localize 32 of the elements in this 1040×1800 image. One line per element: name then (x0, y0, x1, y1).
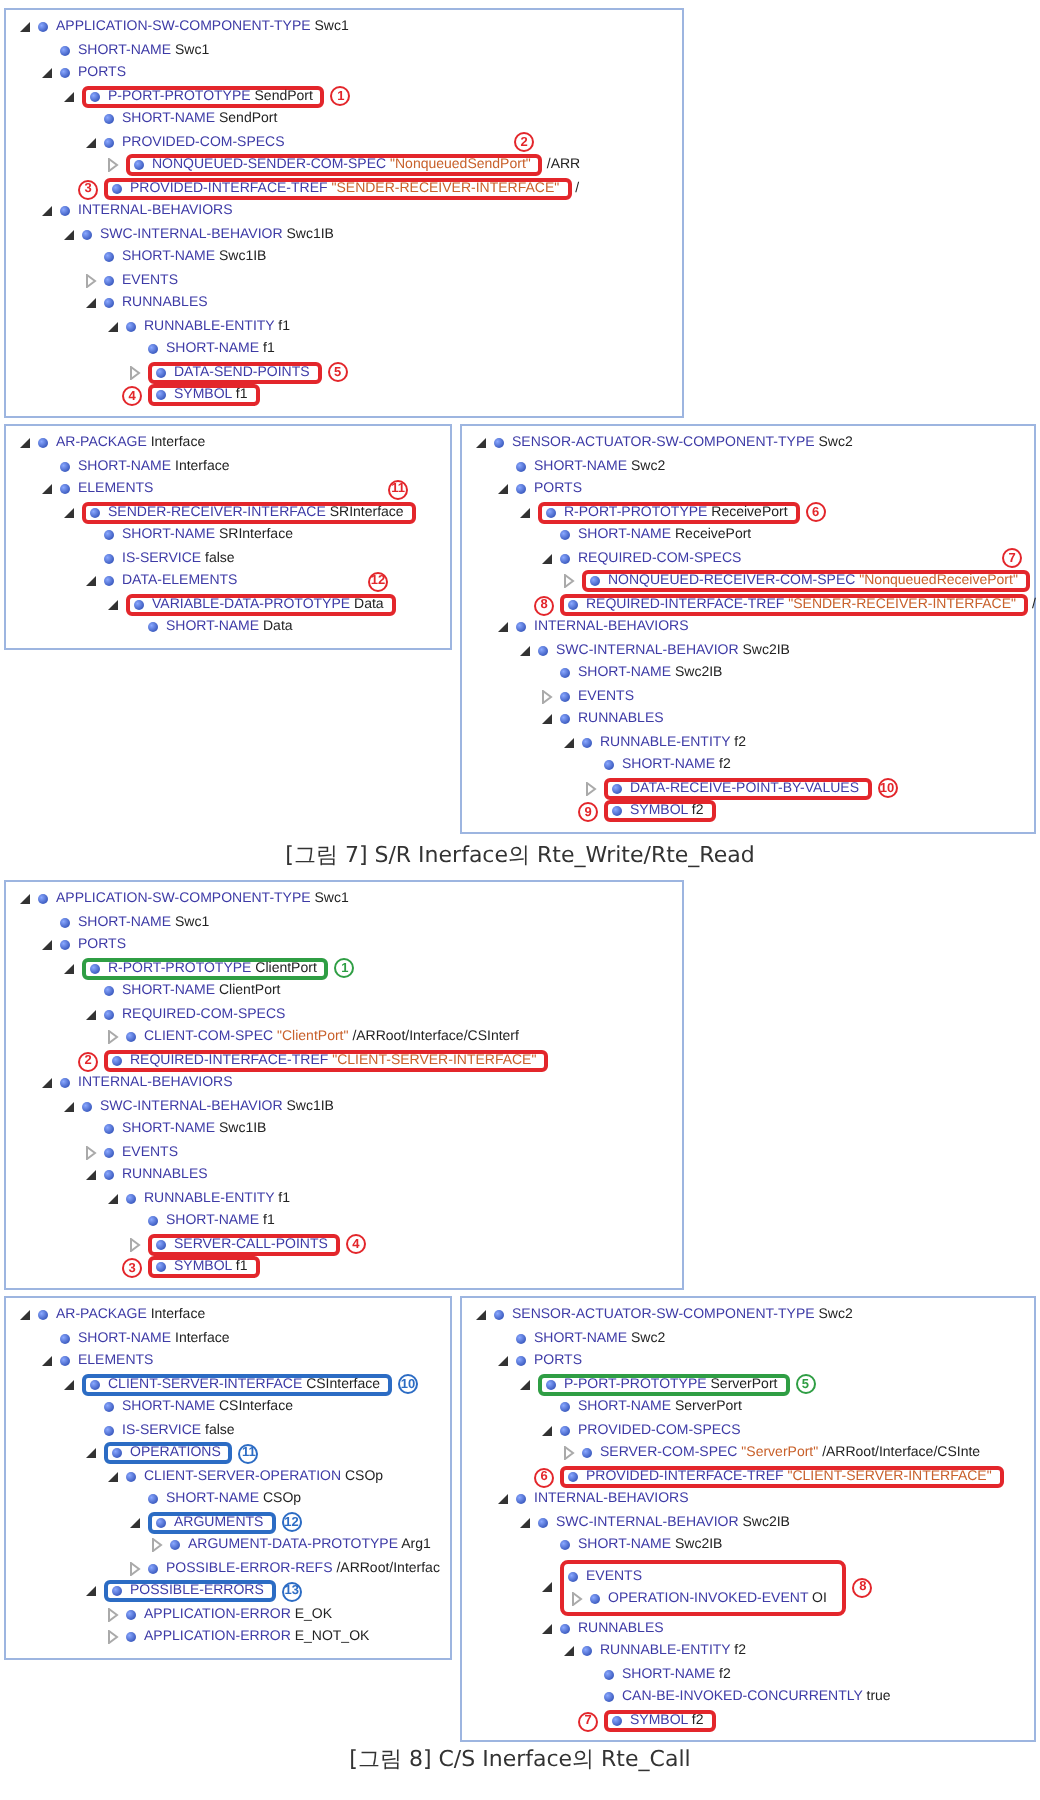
tree-view-panel (4, 8, 684, 417)
highlight-box (82, 501, 416, 524)
highlight-box (104, 1049, 549, 1072)
highlight-box (582, 570, 1030, 593)
highlight-box (126, 593, 396, 616)
highlight-box (604, 800, 716, 823)
highlight-box (538, 501, 800, 524)
highlight-box (560, 593, 1028, 616)
highlight-box (538, 1373, 790, 1396)
highlight-box (104, 177, 572, 200)
highlight-box (148, 361, 322, 384)
highlight-box (560, 1559, 847, 1615)
tree-view-panel (4, 880, 684, 1289)
tree-view-panel (460, 424, 1036, 833)
highlight-box (82, 85, 325, 108)
figure-caption: [그림 8] C/S Inerface의 Rte_Call (347, 1744, 693, 1774)
highlight-box (148, 384, 260, 407)
figure-caption: [그림 7] S/R Inerface의 Rte_Write/Rte_Read (283, 840, 757, 870)
highlight-box (604, 777, 871, 800)
tree-view-panel (460, 1296, 1036, 1742)
highlight-box (104, 1580, 276, 1603)
highlight-box (82, 957, 329, 980)
highlight-box (126, 154, 543, 177)
highlight-box (82, 1373, 393, 1396)
highlight-box (148, 1256, 260, 1279)
highlight-box (104, 1442, 233, 1465)
highlight-box (560, 1465, 1004, 1488)
tree-view-panel (4, 1296, 452, 1659)
highlight-box (148, 1233, 340, 1256)
highlight-box (148, 1511, 276, 1534)
highlight-box (604, 1709, 716, 1732)
tree-view-panel (4, 424, 452, 649)
